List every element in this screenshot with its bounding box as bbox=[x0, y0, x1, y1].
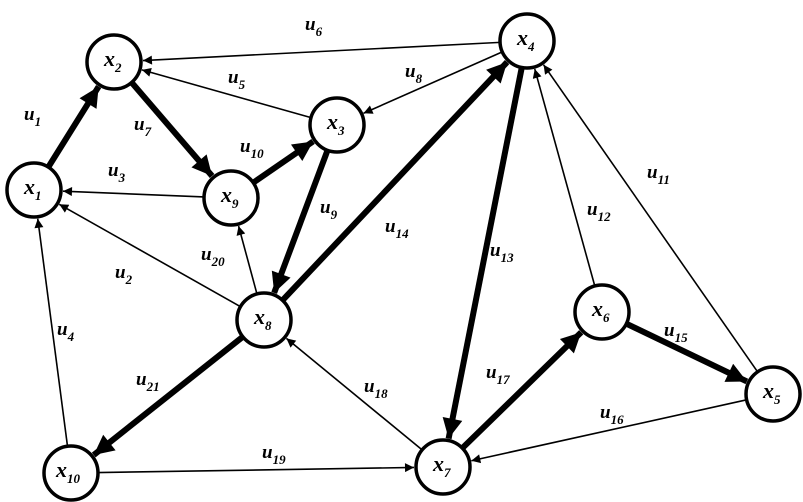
node-circle-x8 bbox=[235, 291, 293, 349]
edge-label-u8: u8 bbox=[405, 61, 423, 86]
edge-u11 bbox=[542, 64, 759, 373]
edge-u10 bbox=[251, 138, 315, 186]
node-label-x5: x5 bbox=[762, 378, 781, 407]
node-label-x4: x4 bbox=[516, 25, 535, 54]
node-x10: x10 bbox=[42, 444, 100, 502]
edge-label-u6: u6 bbox=[305, 14, 323, 39]
node-circle-x9 bbox=[202, 169, 260, 227]
edge-u20 bbox=[236, 225, 258, 295]
node-x2: x2 bbox=[85, 33, 143, 91]
edge-u1 bbox=[45, 85, 102, 169]
node-x5: x5 bbox=[744, 365, 802, 423]
node-label-x2: x2 bbox=[103, 46, 122, 75]
edge-label-u7: u7 bbox=[134, 114, 152, 139]
nodes-layer: x1 x2 x3 x4 x5 x6 x7 x8 x9 x10 bbox=[5, 12, 802, 502]
node-circle-x4 bbox=[498, 12, 556, 70]
node-label-x7: x7 bbox=[432, 451, 451, 480]
edge-label-u21: u21 bbox=[136, 369, 160, 394]
edge-u16 bbox=[471, 399, 747, 464]
edge-u7 bbox=[129, 80, 215, 178]
edge-label-u18: u18 bbox=[364, 376, 388, 401]
edge-label-u12: u12 bbox=[587, 199, 611, 224]
node-label-x9: x9 bbox=[220, 182, 239, 211]
edge-label-u20: u20 bbox=[201, 244, 225, 269]
edge-u18 bbox=[285, 337, 423, 451]
edge-label-u16: u16 bbox=[600, 402, 624, 427]
node-circle-x3 bbox=[308, 96, 366, 154]
edge-label-u3: u3 bbox=[108, 160, 126, 185]
node-x9: x9 bbox=[202, 169, 260, 227]
edges-layer bbox=[34, 41, 759, 474]
node-circle-x2 bbox=[85, 33, 143, 91]
node-x4: x4 bbox=[498, 12, 556, 70]
edge-label-u14: u14 bbox=[385, 216, 409, 241]
edge-u9 bbox=[271, 149, 331, 294]
node-label-x3: x3 bbox=[326, 109, 345, 138]
edge-u15 bbox=[625, 320, 749, 385]
edge-u5 bbox=[141, 68, 312, 119]
edge-label-u9: u9 bbox=[320, 197, 338, 222]
edge-label-u5: u5 bbox=[228, 67, 246, 92]
edge-label-u2: u2 bbox=[115, 262, 133, 287]
edge-label-u4: u4 bbox=[57, 319, 75, 344]
edge-u6 bbox=[142, 41, 501, 65]
edge-u12 bbox=[532, 68, 596, 287]
node-circle-x5 bbox=[744, 365, 802, 423]
node-circle-x6 bbox=[573, 283, 631, 341]
edge-label-u1: u1 bbox=[24, 104, 41, 129]
node-x3: x3 bbox=[308, 96, 366, 154]
node-x8: x8 bbox=[235, 291, 293, 349]
node-circle-x7 bbox=[414, 438, 472, 496]
node-circle-x10 bbox=[42, 444, 100, 502]
edge-u14 bbox=[280, 60, 510, 303]
node-x6: x6 bbox=[573, 283, 631, 341]
node-label-x10: x10 bbox=[55, 457, 81, 486]
edge-u13 bbox=[442, 66, 525, 440]
edge-labels-layer: u1 u2 u3 u4 u5 u6 u7 u8 u9 u10 u11 u12 u13 u14 u15 u16 u… bbox=[24, 14, 688, 467]
edge-u8 bbox=[363, 51, 503, 115]
node-x7: x7 bbox=[414, 438, 472, 496]
node-label-x8: x8 bbox=[253, 304, 272, 333]
edge-label-u17: u17 bbox=[486, 362, 510, 387]
edge-label-u10: u10 bbox=[240, 136, 264, 161]
node-label-x1: x1 bbox=[23, 174, 42, 203]
edge-label-u19: u19 bbox=[262, 442, 286, 467]
edge-label-u15: u15 bbox=[664, 320, 688, 345]
node-circle-x1 bbox=[5, 161, 63, 219]
edge-u4 bbox=[34, 218, 69, 447]
edge-u2 bbox=[58, 203, 241, 308]
edge-u17 bbox=[460, 330, 584, 451]
edge-label-u13: u13 bbox=[490, 240, 514, 265]
edge-label-u11: u11 bbox=[647, 162, 670, 187]
edge-u3 bbox=[62, 187, 205, 198]
edge-u21 bbox=[91, 334, 245, 458]
node-x1: x1 bbox=[5, 161, 63, 219]
node-label-x6: x6 bbox=[591, 296, 610, 325]
edge-u19 bbox=[97, 463, 415, 474]
